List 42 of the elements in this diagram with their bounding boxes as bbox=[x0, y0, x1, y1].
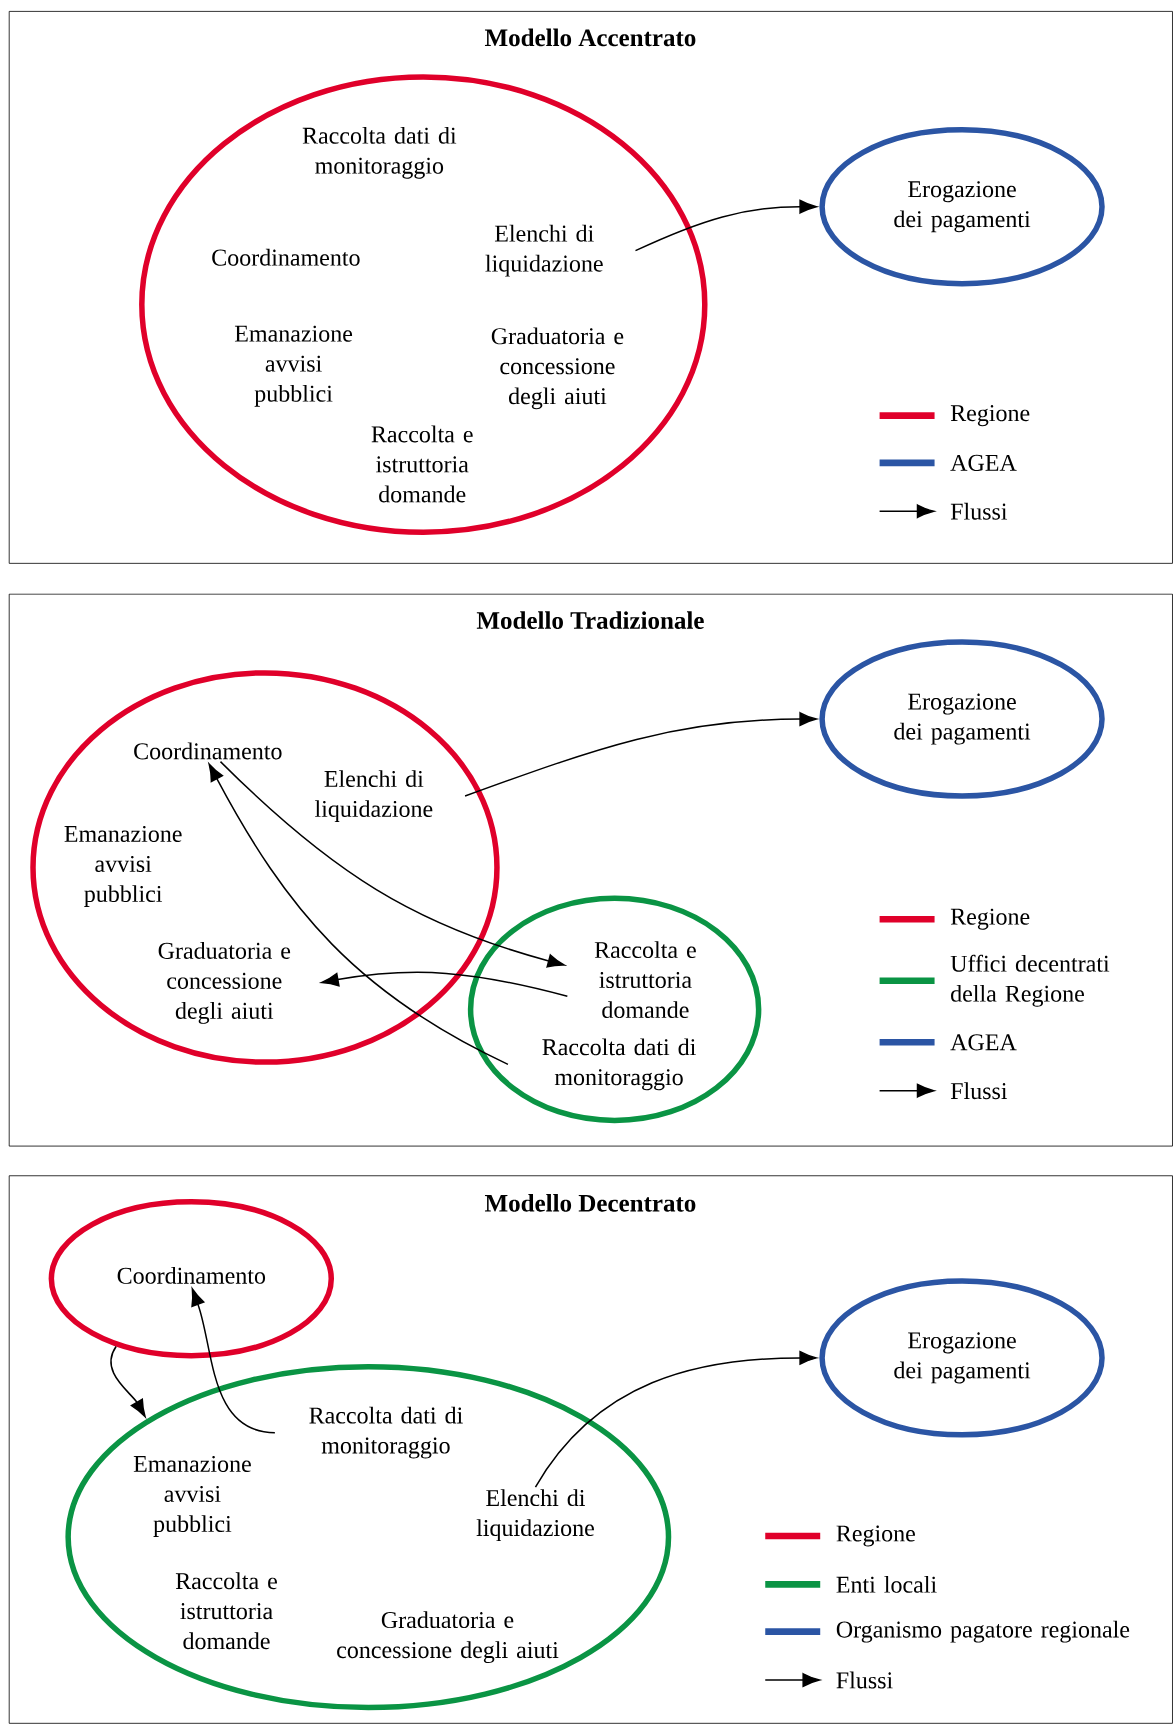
arrow bbox=[464, 712, 817, 797]
arrow bbox=[634, 199, 817, 252]
legend-label: Regione bbox=[950, 908, 1030, 930]
legend-label: Flussi bbox=[950, 1082, 1007, 1100]
activity-label: Raccolta dati di monitoraggio bbox=[302, 126, 457, 179]
legend-label: Flussi bbox=[950, 502, 1007, 520]
activity-label: Emanazione avvisi pubblici bbox=[133, 1455, 251, 1537]
activity-label: Elenchi di liquidazione bbox=[476, 1489, 594, 1541]
activity-label: Elenchi di liquidazione bbox=[485, 224, 603, 277]
ellipse bbox=[65, 1363, 672, 1711]
activity-label: Emanazione avvisi pubblici bbox=[64, 825, 182, 907]
legend-label: Enti locali bbox=[836, 1575, 937, 1593]
legend-label: AGEA bbox=[950, 1034, 1017, 1051]
activity-label: Raccolta e istruttoria domande bbox=[175, 1572, 277, 1650]
legend-label: Uffici decentrati della Regione bbox=[950, 954, 1110, 1007]
activity-label: Coordinamento bbox=[212, 248, 360, 266]
arrow bbox=[219, 760, 566, 968]
ellipse bbox=[467, 895, 762, 1124]
arrow bbox=[534, 1350, 817, 1488]
ellipse bbox=[139, 74, 708, 535]
activity-label: Graduatoria e concessione degli aiuti bbox=[337, 1611, 559, 1664]
legend-label: Flussi bbox=[836, 1671, 893, 1689]
activity-label: Elenchi di liquidazione bbox=[314, 770, 433, 822]
legend-label: Regione bbox=[950, 405, 1030, 427]
arrow bbox=[208, 763, 509, 1066]
arrow bbox=[191, 1288, 276, 1434]
legend-label: Organismo pagatore regionale bbox=[836, 1620, 1130, 1643]
ellipse bbox=[30, 670, 500, 1065]
activity-label: Graduatoria e concessione degli aiuti bbox=[158, 942, 291, 1024]
activity-label: Emanazione avvisi pubblici bbox=[234, 325, 352, 407]
activity-label: Raccolta e istruttoria domande bbox=[594, 941, 696, 1019]
activity-label: Raccolta dati di monitoraggio bbox=[542, 1038, 696, 1091]
activity-label: Coordinamento bbox=[134, 742, 282, 760]
legend-label: Regione bbox=[836, 1525, 915, 1547]
activity-label: Graduatoria e concessione degli aiuti bbox=[491, 327, 624, 410]
arrow bbox=[110, 1345, 146, 1418]
arrow bbox=[321, 971, 569, 997]
ellipse bbox=[48, 1199, 334, 1359]
activity-label: Coordinamento bbox=[117, 1266, 265, 1284]
activity-label: Raccolta e istruttoria domande bbox=[371, 425, 473, 503]
legend-label: AGEA bbox=[950, 454, 1017, 471]
activity-label: Raccolta dati di monitoraggio bbox=[309, 1406, 463, 1459]
